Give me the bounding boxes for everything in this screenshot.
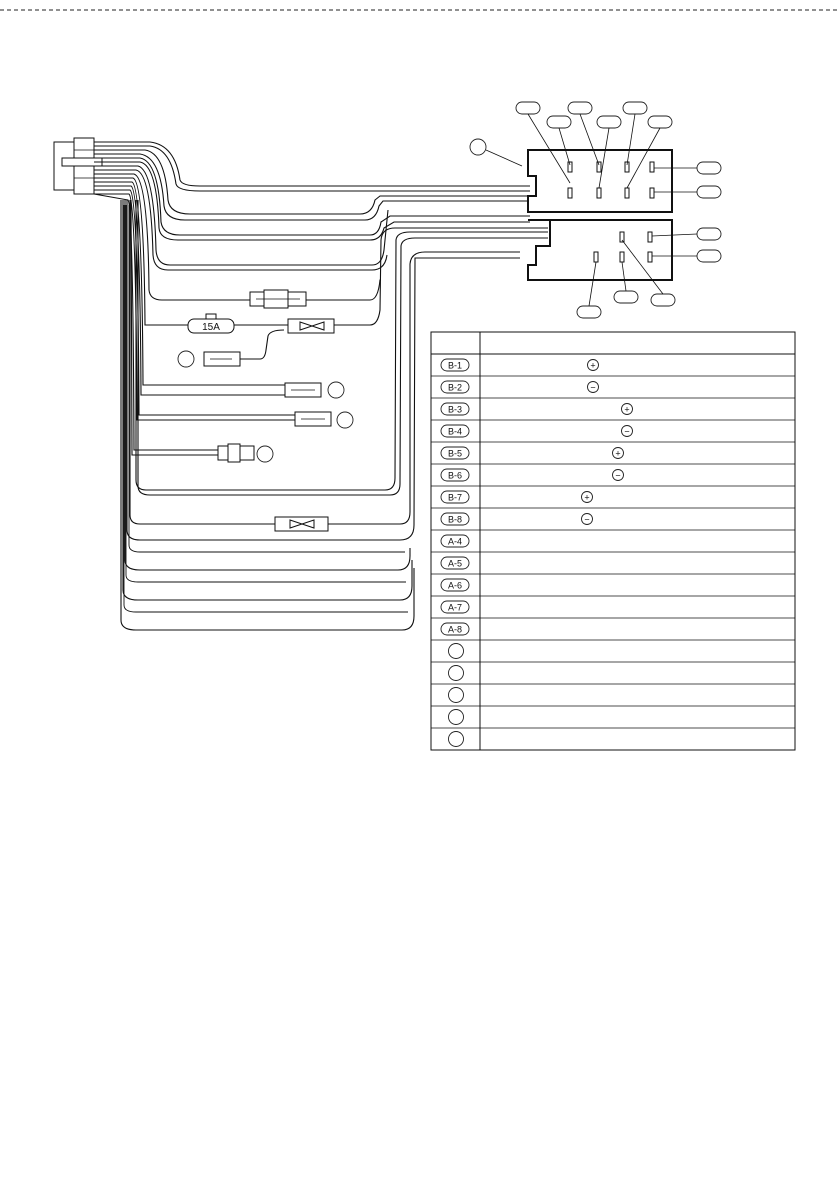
pin-label-oval xyxy=(440,468,470,482)
pin-label-oval xyxy=(440,556,470,570)
plus-circle-icon xyxy=(587,359,599,371)
pin-label: B-7 xyxy=(448,493,462,503)
pin-label: A-8 xyxy=(448,625,462,635)
pin-label: A-4 xyxy=(448,537,462,547)
pin-label-oval xyxy=(440,600,470,614)
pin-label-oval xyxy=(440,380,470,394)
minus-circle-icon xyxy=(587,381,599,393)
pin-label-oval xyxy=(440,578,470,592)
callout-circle xyxy=(327,381,345,399)
pin-callout-circle xyxy=(448,709,464,725)
pin-label-oval xyxy=(440,446,470,460)
callout-circle xyxy=(256,445,274,463)
polarity-symbol: − xyxy=(590,383,595,393)
pin-table: B-1 + B-2 − B-3 + B-4 − B-5 + B-6 − B-7 + B-8 − A-4A-5A-… xyxy=(430,331,796,751)
polarity-symbol: − xyxy=(584,515,589,525)
connector-3 xyxy=(203,329,285,367)
iso-connector xyxy=(527,149,673,281)
pin-callout-circle xyxy=(448,665,464,681)
connector-5 xyxy=(294,411,332,427)
pin-label-oval xyxy=(440,402,470,416)
plus-circle-icon xyxy=(621,403,633,415)
pin-callout-circle xyxy=(448,731,464,747)
polarity-symbol: + xyxy=(584,493,589,503)
minus-circle-icon xyxy=(581,513,593,525)
pin-label: A-7 xyxy=(448,603,462,613)
pin-label-oval xyxy=(440,512,470,526)
callout-circle xyxy=(177,350,195,368)
connector-4 xyxy=(284,382,322,398)
connector-1 xyxy=(249,289,307,309)
plus-circle-icon xyxy=(581,491,593,503)
pin-callout-circle xyxy=(448,643,464,659)
pin-label-oval xyxy=(440,622,470,636)
pin-callouts xyxy=(515,101,722,319)
pin-label: A-5 xyxy=(448,559,462,569)
fuse-label: 15A xyxy=(202,322,220,333)
plus-circle-icon xyxy=(612,447,624,459)
pin-label-oval xyxy=(440,358,470,372)
connector-6 xyxy=(217,443,255,463)
pin-label-oval xyxy=(440,534,470,548)
fuse-holder: 15A xyxy=(187,313,235,334)
pin-label-oval xyxy=(440,424,470,438)
pin-label-oval xyxy=(440,490,470,504)
polarity-symbol: − xyxy=(624,427,629,437)
connector-7 xyxy=(274,516,329,532)
polarity-symbol: + xyxy=(615,449,620,459)
pin-label: A-6 xyxy=(448,581,462,591)
minus-circle-icon xyxy=(612,469,624,481)
polarity-symbol: − xyxy=(615,471,620,481)
wire-bundle xyxy=(93,141,548,631)
pin-label: B-6 xyxy=(448,471,462,481)
callout-circle xyxy=(336,411,354,429)
pin-label: B-8 xyxy=(448,515,462,525)
minus-circle-icon xyxy=(621,425,633,437)
pin-callout-circle xyxy=(448,687,464,703)
pin-label: B-1 xyxy=(448,361,462,371)
pin-label: B-3 xyxy=(448,405,462,415)
pin-label: B-4 xyxy=(448,427,462,437)
connector-2 xyxy=(287,318,335,334)
callout-circle xyxy=(469,138,487,156)
polarity-symbol: + xyxy=(624,405,629,415)
polarity-symbol: + xyxy=(590,361,595,371)
pin-label: B-5 xyxy=(448,449,462,459)
pin-label: B-2 xyxy=(448,383,462,393)
